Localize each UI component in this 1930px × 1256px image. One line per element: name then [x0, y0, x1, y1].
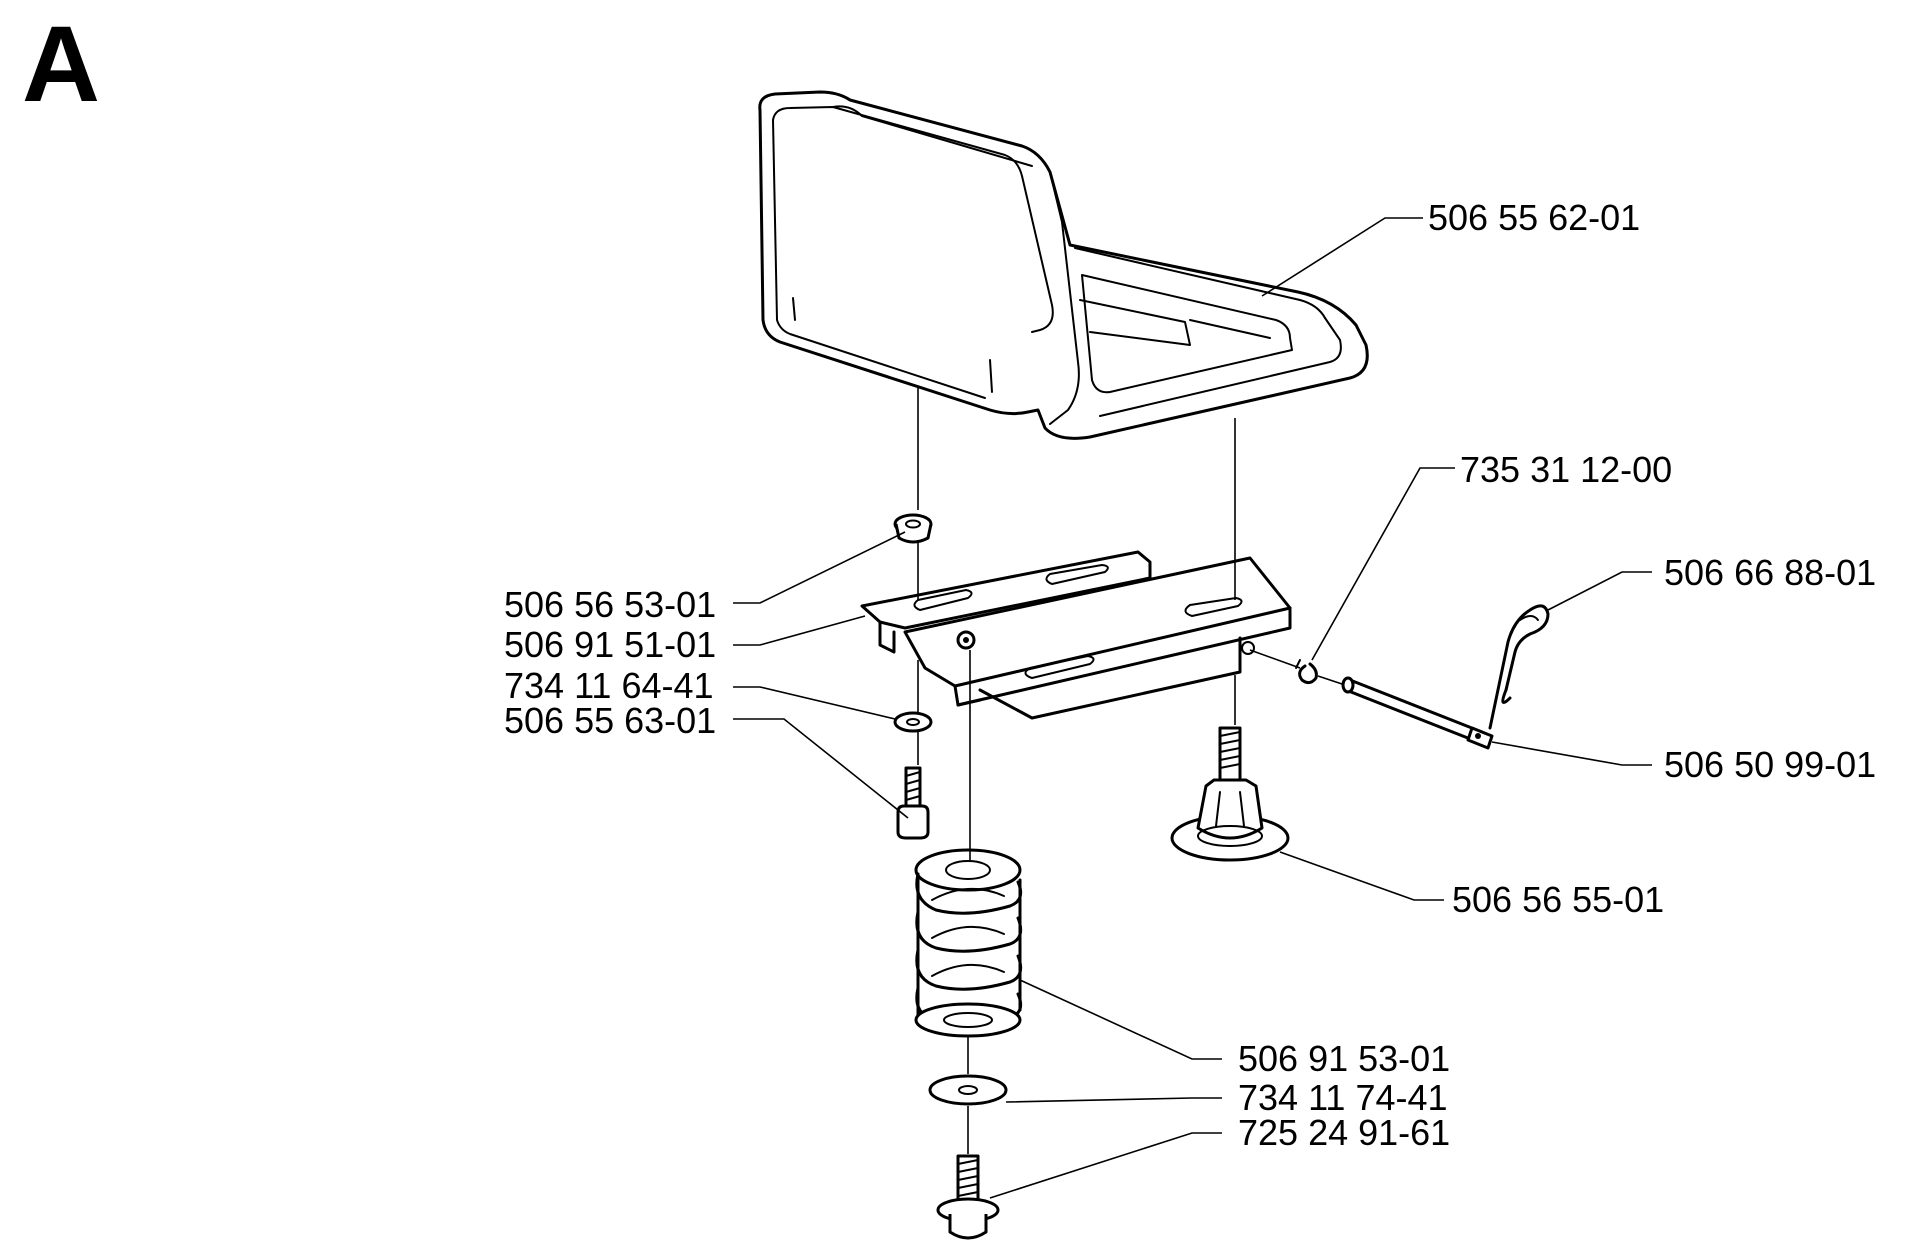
part-label-seat: 506 55 62-01: [1428, 197, 1640, 238]
part-label-adjust-knob: 506 56 55-01: [1452, 879, 1664, 920]
seat-drawing: [758, 90, 1369, 440]
part-labels: 506 55 62-01 735 31 12-00 506 66 88-01 5…: [504, 197, 1876, 1153]
assembly-lines: [917, 388, 1343, 1154]
bolt-drawing: [896, 766, 930, 840]
grommet-drawing: [893, 513, 933, 544]
part-label-clip: 735 31 12-00: [1460, 449, 1672, 490]
flange-bolt-drawing: [936, 1154, 1000, 1240]
large-washer-drawing: [928, 1074, 1008, 1106]
part-label-small-washer: 734 11 64-41: [504, 665, 714, 706]
small-washer-drawing: [893, 711, 933, 733]
part-label-bolt: 506 55 63-01: [504, 700, 716, 741]
spring-drawing: [914, 848, 1023, 1038]
pin-drawing: [1341, 676, 1494, 750]
section-letter: A: [22, 3, 100, 124]
hairpin-drawing: [1488, 604, 1550, 730]
leader-lines: [733, 217, 1652, 1199]
part-label-pin: 506 50 99-01: [1664, 744, 1876, 785]
part-label-hairpin: 506 66 88-01: [1664, 552, 1876, 593]
clip-drawing: [1295, 659, 1318, 685]
seat-bracket-drawing: [860, 550, 1292, 720]
part-label-seat-bracket: 506 91 51-01: [504, 624, 716, 665]
part-label-grommet: 506 56 53-01: [504, 584, 716, 625]
part-label-large-washer: 734 11 74-41: [1238, 1077, 1448, 1118]
adjust-knob-drawing: [1170, 726, 1290, 862]
part-label-spring: 506 91 53-01: [1238, 1038, 1450, 1079]
part-label-flange-bolt: 725 24 91-61: [1238, 1112, 1450, 1153]
